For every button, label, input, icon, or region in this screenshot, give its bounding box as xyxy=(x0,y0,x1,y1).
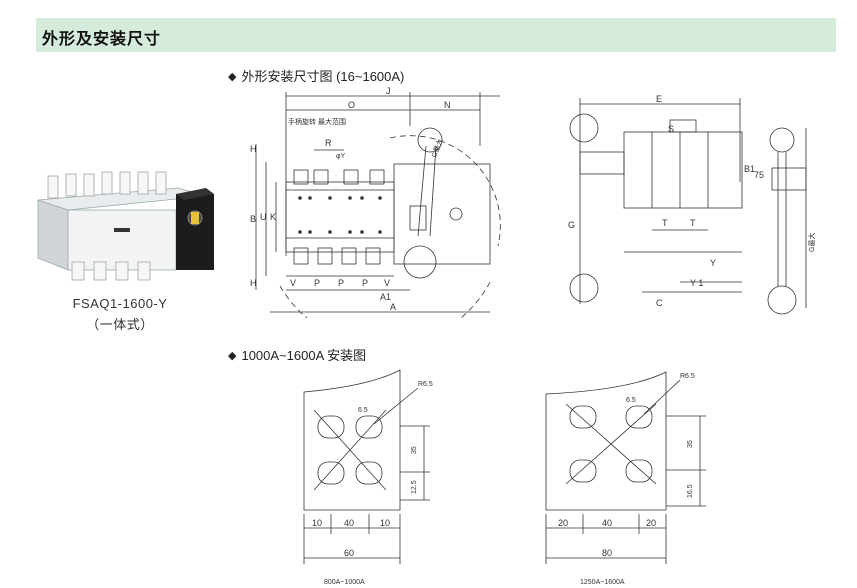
dim-65: 6.5 xyxy=(626,397,636,404)
dim-p1: P xyxy=(314,278,320,288)
dim-35: 35 xyxy=(411,446,418,454)
dim-c: C xyxy=(656,298,663,308)
dim-g-max: G最大 xyxy=(807,233,816,252)
dim-p3: P xyxy=(362,278,368,288)
front-outline-drawing: J O N 手柄旋转 最大范围 R φY G最大 B U K H H V P P… xyxy=(250,86,501,318)
dim-20b: 20 xyxy=(646,518,656,528)
dim-y: Y xyxy=(710,258,716,268)
dim-b1: B1 xyxy=(744,164,755,174)
rotation-note: 手柄旋转 最大范围 xyxy=(288,117,346,126)
mount-large-label: 1250A~1600A xyxy=(580,579,625,586)
mount-plan-small: R6.5 6.5 35 12.5 10 40 10 60 800A~1000A xyxy=(303,369,433,586)
product-type: （一体式） xyxy=(86,317,154,332)
dim-r65: R6.5 xyxy=(680,373,695,380)
dim-t1: T xyxy=(662,218,668,228)
dim-g: G xyxy=(568,220,575,230)
dim-v1: V xyxy=(384,278,390,288)
dim-65: 6.5 xyxy=(358,407,368,414)
dim-y1: Y 1 xyxy=(690,278,703,288)
dim-125: 12.5 xyxy=(411,480,418,494)
dim-phi: φY xyxy=(336,153,346,160)
dim-a1: A1 xyxy=(380,292,391,302)
header-title: 外形及安装尺寸 xyxy=(42,31,162,48)
diamond-bullet-icon: ◆ xyxy=(228,350,237,362)
dim-60: 60 xyxy=(344,548,354,558)
product-image xyxy=(37,171,214,281)
dim-20a: 20 xyxy=(558,518,568,528)
dim-r65: R6.5 xyxy=(418,381,433,388)
dim-g-angle: G最大 xyxy=(429,137,444,158)
dim-n: N xyxy=(444,100,451,110)
section2-heading: ◆ 1000A~1600A 安装图 xyxy=(228,345,366,364)
dim-j: J xyxy=(386,86,391,96)
section1-title: 外形安装尺寸图 (16~1600A) xyxy=(241,69,405,84)
section2-title: 1000A~1600A 安装图 xyxy=(241,348,367,363)
dim-o: O xyxy=(348,100,355,110)
dim-h-top: H xyxy=(250,144,257,154)
dim-a: A xyxy=(390,302,396,312)
dim-10a: 10 xyxy=(312,518,322,528)
dim-u: U xyxy=(260,212,267,222)
dim-10b: 10 xyxy=(380,518,390,528)
dim-165: 16.5 xyxy=(687,484,694,498)
product-model: FSAQ1-1600-Y xyxy=(72,296,168,311)
dim-s: S xyxy=(668,124,674,134)
dim-v: V xyxy=(290,278,296,288)
side-view-drawing: E S B1 G T T Y Y 1 C 75 G最大 xyxy=(568,94,816,315)
dim-35: 35 xyxy=(687,440,694,448)
diamond-bullet-icon: ◆ xyxy=(228,71,237,83)
dim-40: 40 xyxy=(602,518,612,528)
dim-k: K xyxy=(270,212,276,222)
dim-r: R xyxy=(325,138,332,148)
dim-b: B xyxy=(250,214,256,224)
section-header: 外形及安装尺寸 xyxy=(36,18,836,52)
dim-80: 80 xyxy=(602,548,612,558)
dim-p2: P xyxy=(338,278,344,288)
dim-40: 40 xyxy=(344,518,354,528)
dim-75: 75 xyxy=(754,170,764,180)
dim-t2: T xyxy=(690,218,696,228)
section1-heading: ◆ 外形安装尺寸图 (16~1600A) xyxy=(228,66,404,85)
mount-small-label: 800A~1000A xyxy=(324,579,365,586)
dim-h-bottom: H xyxy=(250,278,257,288)
mount-plan-large: R6.5 6.5 35 16.5 20 40 20 80 1250A~1600A xyxy=(545,371,706,586)
dim-e: E xyxy=(656,94,662,104)
